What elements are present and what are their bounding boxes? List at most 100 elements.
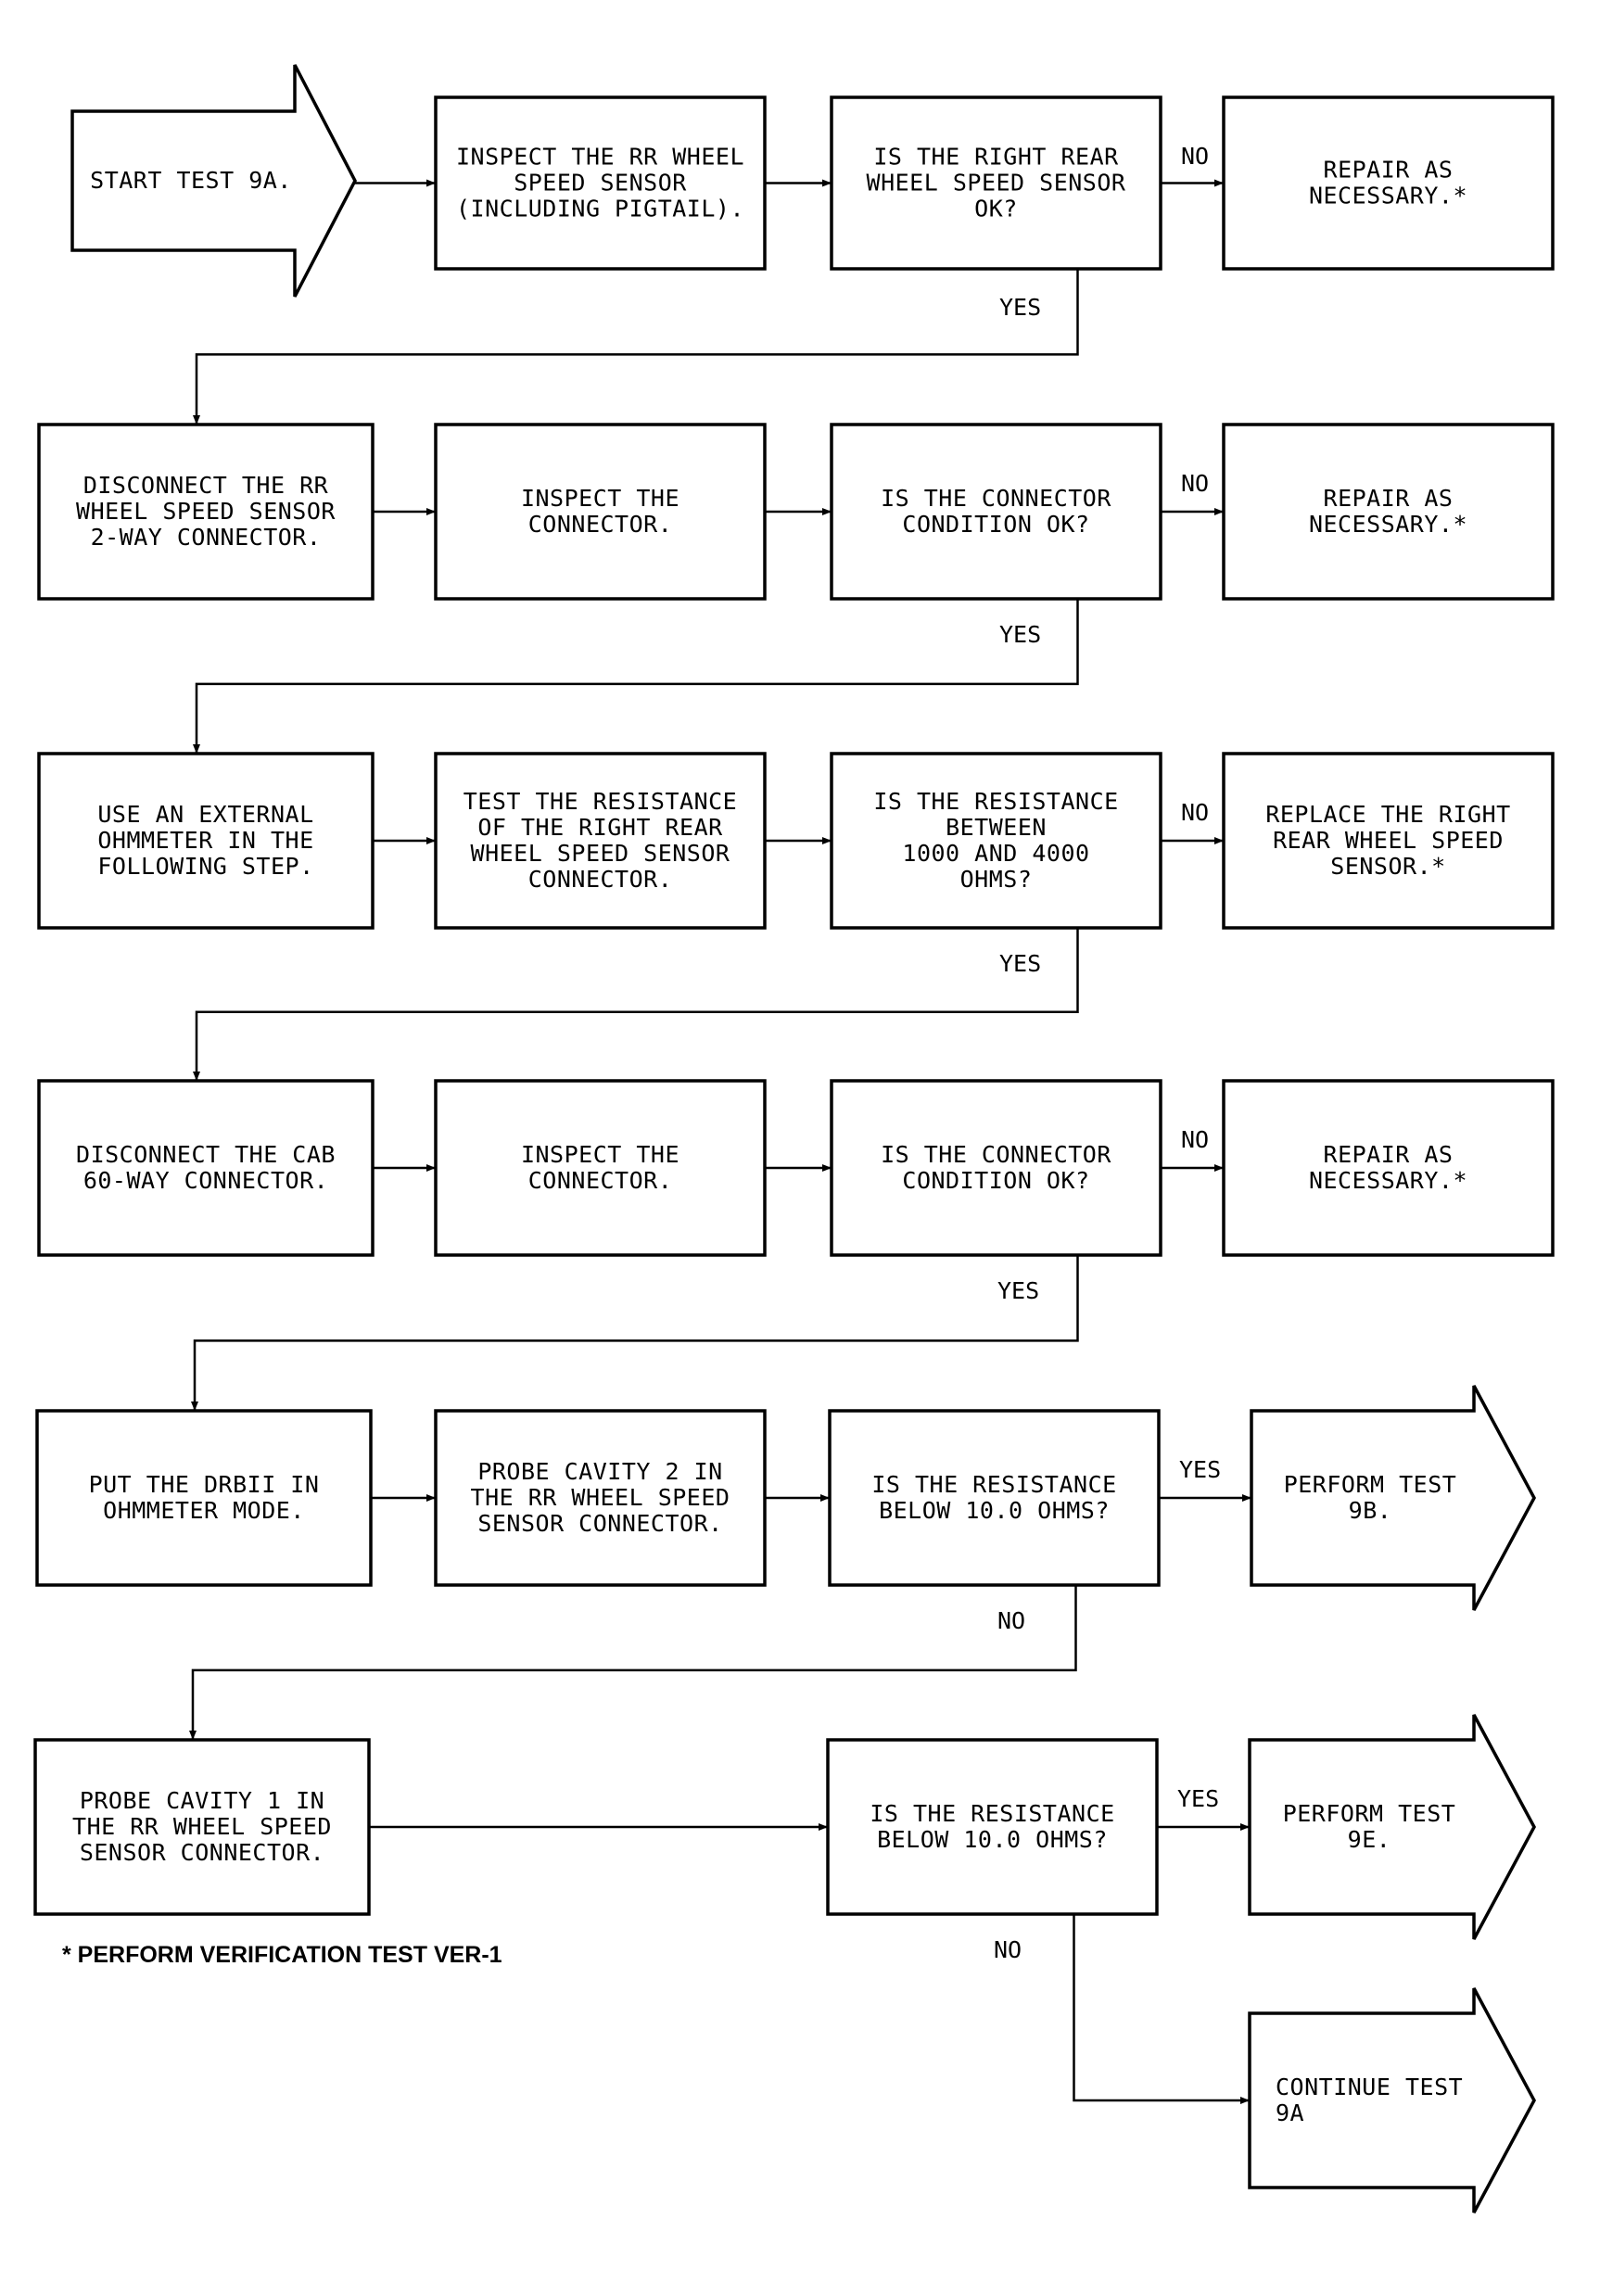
node-text-line: INSPECT THE: [521, 485, 679, 512]
node-text-line: 9E.: [1348, 1826, 1391, 1853]
node-text-line: THE RR WHEEL SPEED: [72, 1813, 332, 1840]
edge-label-no: NO: [1181, 143, 1209, 170]
arrow-yes-row-1: [193, 269, 1079, 425]
node-text-line: INSPECT THE: [521, 1141, 679, 1168]
terminal-arrow-shape: [1248, 1987, 1536, 2214]
node-text-line: NECESSARY.*: [1309, 511, 1467, 538]
node-text-line: 2-WAY CONNECTOR.: [91, 524, 322, 551]
process-box: [1222, 752, 1555, 930]
edge-label-no: NO: [994, 1936, 1022, 1963]
node-text-line: IS THE RIGHT REAR: [873, 144, 1119, 171]
node-text-line: IS THE RESISTANCE: [873, 788, 1118, 815]
node-text-line: TEST THE RESISTANCE: [463, 788, 737, 815]
node-text-line: SPEED SENSOR: [514, 170, 687, 197]
terminal-arrow-shape: [1248, 1714, 1536, 1940]
footnote: * PERFORM VERIFICATION TEST VER-1: [62, 1942, 502, 1968]
node-text-line: NECESSARY.*: [1309, 183, 1467, 209]
node-text-line: OHMMETER IN THE: [97, 827, 313, 854]
node-text-line: SENSOR.*: [1330, 853, 1445, 880]
process-box: [830, 423, 1162, 601]
node-text-line: BELOW 10.0 OHMS?: [879, 1497, 1110, 1524]
process-box: [35, 1409, 373, 1587]
node-text-line: REPAIR AS: [1324, 485, 1454, 512]
node-text-line: NECESSARY.*: [1309, 1167, 1467, 1194]
process-box: [1222, 423, 1555, 601]
node-text-line: 1000 AND 4000: [902, 840, 1089, 867]
node-start: START TEST 9A.: [70, 64, 357, 298]
node-text-line: CONNECTOR.: [528, 866, 673, 893]
arrow-no-row-5: [189, 1585, 1077, 1740]
edge-label-yes: YES: [999, 950, 1041, 977]
node-text-line: WHEEL SPEED SENSOR: [867, 170, 1126, 197]
process-box: [33, 1738, 371, 1916]
process-box: [37, 423, 375, 601]
process-box: [830, 95, 1162, 271]
node-text-line: CONNECTOR.: [528, 511, 673, 538]
node-text-line: SENSOR CONNECTOR.: [477, 1510, 722, 1537]
node-text-line: REPAIR AS: [1324, 157, 1454, 184]
process-box: [826, 1738, 1159, 1916]
node-text-line: PROBE CAVITY 1 IN: [80, 1787, 324, 1814]
process-box: [828, 1409, 1161, 1587]
node-text-line: PERFORM TEST: [1284, 1471, 1457, 1498]
node-text-line: OF THE RIGHT REAR: [477, 814, 723, 841]
node-text-line: CONDITION OK?: [902, 1167, 1089, 1194]
node-text-line: DISCONNECT THE RR: [83, 472, 329, 499]
process-box: [37, 752, 375, 930]
node-text-line: PERFORM TEST: [1283, 1800, 1456, 1827]
edge-label-yes: YES: [999, 621, 1041, 648]
node-text-line: THE RR WHEEL SPEED: [471, 1484, 730, 1511]
node-text-line: REPLACE THE RIGHT: [1265, 801, 1510, 828]
arrow-yes-row-4: [191, 1255, 1079, 1411]
process-box: [434, 95, 767, 271]
edge-label-yes: YES: [997, 1277, 1039, 1304]
node-text-line: REPAIR AS: [1324, 1141, 1454, 1168]
node-text-line: INSPECT THE RR WHEEL: [456, 144, 744, 171]
node-text-line: CONNECTOR.: [528, 1167, 673, 1194]
node-text-line: PUT THE DRBII IN: [89, 1471, 320, 1498]
process-box: [37, 1079, 375, 1257]
node-text-line: DISCONNECT THE CAB: [76, 1141, 336, 1168]
node-text-line: CONTINUE TEST: [1276, 2074, 1463, 2100]
node-text-line: BETWEEN: [946, 814, 1047, 841]
node-text-line: WHEEL SPEED SENSOR: [471, 840, 730, 867]
process-box: [434, 1409, 767, 1587]
connector-lines: [189, 179, 1251, 2104]
node-text-line: USE AN EXTERNAL: [97, 801, 313, 828]
process-box: [1222, 1079, 1555, 1257]
process-box: [1222, 95, 1555, 271]
node-text-line: START TEST 9A.: [90, 167, 292, 194]
edge-label-no: NO: [1181, 470, 1209, 497]
node-text-line: WHEEL SPEED SENSOR: [76, 498, 336, 525]
node-text-line: 60-WAY CONNECTOR.: [83, 1167, 328, 1194]
edge-label-no: NO: [1181, 799, 1209, 826]
edge-label-no: NO: [1181, 1126, 1209, 1153]
process-box: [434, 752, 767, 930]
node-text-line: 9A: [1276, 2099, 1304, 2126]
node-text-line: (INCLUDING PIGTAIL).: [456, 196, 744, 222]
edge-label-yes: YES: [1177, 1785, 1219, 1812]
edge-label-yes: YES: [1179, 1456, 1221, 1483]
arrow-yes-row-3: [193, 928, 1079, 1081]
